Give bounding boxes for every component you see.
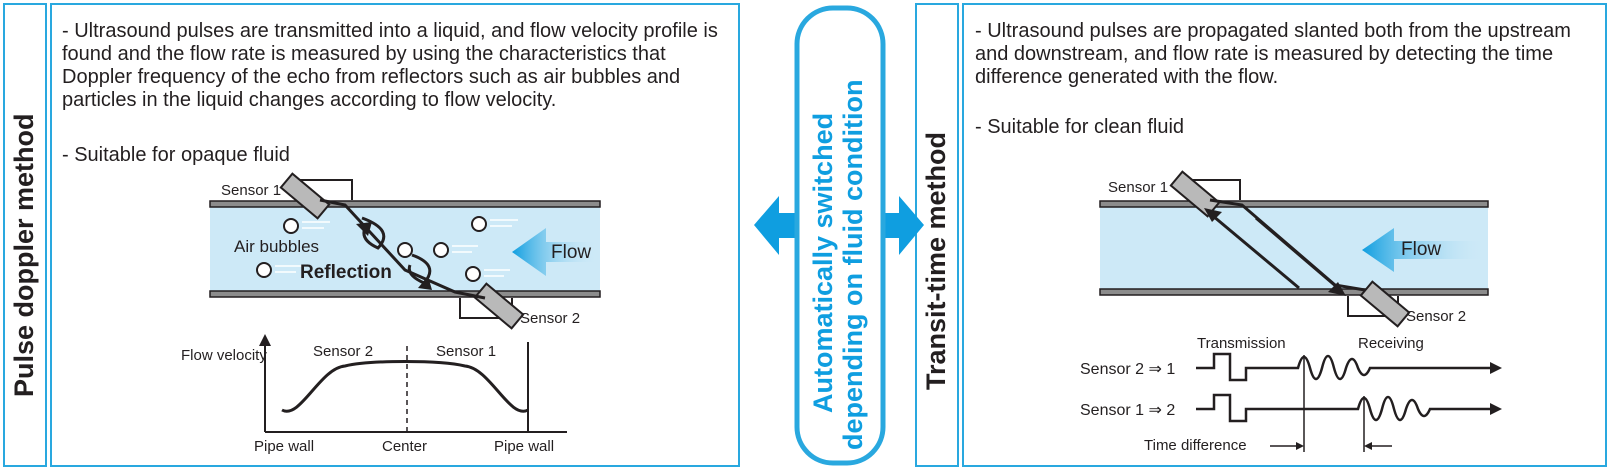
pipe-lower-wall xyxy=(209,290,601,298)
right-switch-arrow xyxy=(878,196,924,255)
profile-ylabel: Flow velocity xyxy=(181,347,267,364)
bubble xyxy=(256,262,272,278)
profile-pipe-wall-left: Pipe wall xyxy=(254,438,314,455)
sensor2-probe-right xyxy=(1359,280,1411,328)
profile-y-axis-arrowhead xyxy=(259,334,271,346)
timing-row2-arrowhead xyxy=(1490,403,1502,415)
timing-row1-line xyxy=(1196,352,1492,382)
sensor2-probe xyxy=(473,282,525,330)
right-method-title: Transit-time method xyxy=(921,131,951,390)
flow-arrow xyxy=(512,228,598,276)
timing-row1-label: Sensor 2 ⇒ 1 xyxy=(1080,361,1175,378)
velocity-profile-curve xyxy=(281,360,529,413)
air-bubbles-label: Air bubbles xyxy=(234,237,319,256)
sensor2-label-right: Sensor 2 xyxy=(1406,308,1466,325)
ultrasound-beam xyxy=(319,198,486,300)
reflection-arrowhead-upper xyxy=(356,222,372,236)
bubble xyxy=(397,242,413,258)
reflection-label: Reflection xyxy=(300,262,392,283)
time-difference-label: Time difference xyxy=(1144,437,1247,454)
center-line1: Automatically switched xyxy=(808,113,838,413)
downstream-arrowhead xyxy=(1328,282,1346,296)
right-title-strip xyxy=(915,3,959,467)
left-switch-arrow xyxy=(754,196,800,255)
pipe-upper-wall xyxy=(209,200,601,208)
center-capsule xyxy=(794,5,886,466)
time-diff-arrowhead-right xyxy=(1364,442,1372,450)
bubble xyxy=(283,218,299,234)
bubble xyxy=(465,266,481,282)
bubble xyxy=(471,216,487,232)
sensor1-label: Sensor 1 xyxy=(221,182,281,199)
air-bubbles-group xyxy=(256,216,487,282)
right-suitability: - Suitable for clean fluid xyxy=(975,116,1185,138)
bubble-motion-lines xyxy=(275,219,518,277)
timing-row1-arrowhead xyxy=(1490,362,1502,374)
profile-center-label: Center xyxy=(382,438,427,455)
reflection-arc-upper xyxy=(361,216,386,250)
flow-label: Flow xyxy=(551,242,591,263)
left-description: - Ultrasound pulses are transmitted into… xyxy=(62,20,718,111)
left-method-title: Pulse doppler method xyxy=(9,113,39,397)
reflection-arrowhead-lower xyxy=(418,276,432,290)
profile-pipe-wall-right: Pipe wall xyxy=(494,438,554,455)
sensor1-probe-right xyxy=(1169,170,1221,218)
profile-sensor2-label: Sensor 2 xyxy=(313,343,373,360)
sensor1-label-right: Sensor 1 xyxy=(1108,179,1168,196)
left-title-strip xyxy=(3,3,47,467)
timing-receiving-label: Receiving xyxy=(1358,335,1424,352)
profile-sensor1-label: Sensor 1 xyxy=(436,343,496,360)
sensor2-label: Sensor 2 xyxy=(520,310,580,327)
flow-arrow-right xyxy=(1362,228,1486,272)
upstream-arrow xyxy=(1212,214,1300,290)
sensor1-probe xyxy=(279,172,331,220)
left-suitability: - Suitable for opaque fluid xyxy=(62,144,290,166)
time-diff-arrowhead-left xyxy=(1296,442,1304,450)
timing-row2-label: Sensor 1 ⇒ 2 xyxy=(1080,402,1175,419)
upstream-arrowhead xyxy=(1204,208,1222,222)
flow-label-right: Flow xyxy=(1401,239,1441,260)
timing-row2-line xyxy=(1196,393,1492,423)
pipe-upper-wall-right xyxy=(1099,200,1489,208)
right-description: - Ultrasound pulses are propagated slant… xyxy=(975,20,1571,88)
timing-transmission-label: Transmission xyxy=(1197,335,1286,352)
bubble xyxy=(433,242,449,258)
downstream-arrow xyxy=(1255,216,1339,290)
center-line2: depending on fluid condition xyxy=(838,80,868,450)
pipe-lower-wall-right xyxy=(1099,288,1489,296)
